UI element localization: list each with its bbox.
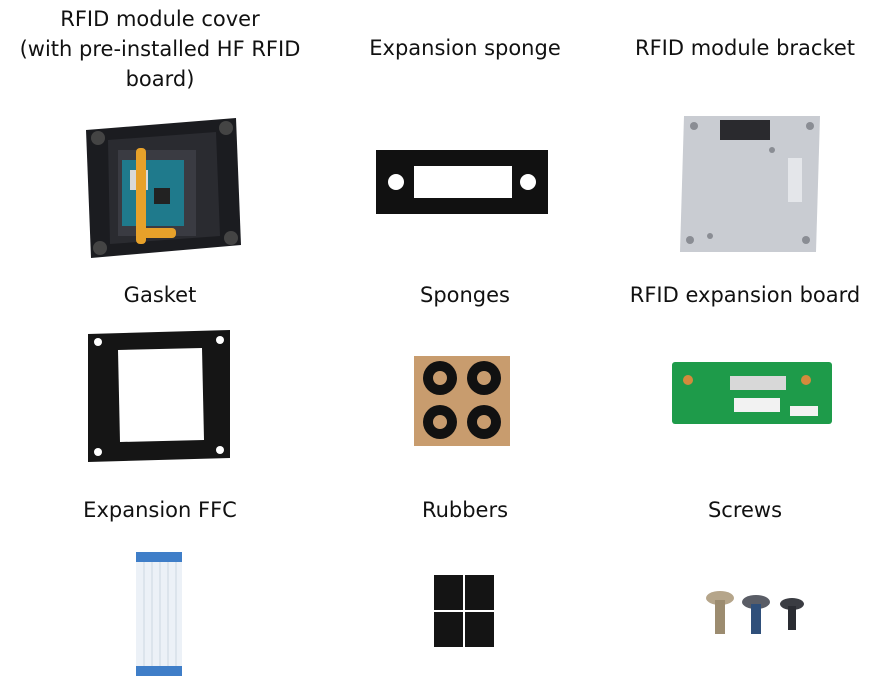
rfid-module-bracket-icon xyxy=(680,116,820,252)
expansion-ffc-icon xyxy=(136,552,182,676)
sponges-icon xyxy=(414,356,510,446)
expansion-sponge-icon xyxy=(376,150,548,214)
item-label-rfid-module-cover: RFID module cover (with pre-installed HF… xyxy=(19,7,301,91)
item-label-expansion-ffc: Expansion FFC xyxy=(83,498,237,522)
item-label-rfid-module-bracket: RFID module bracket xyxy=(634,36,856,60)
item-label-expansion-sponge: Expansion sponge xyxy=(369,36,561,60)
screws-icon xyxy=(706,591,804,634)
rfid-module-cover-icon xyxy=(86,118,241,258)
rfid-expansion-board-icon xyxy=(672,362,832,424)
item-label-gasket: Gasket xyxy=(123,283,197,307)
item-label-rubbers: Rubbers xyxy=(421,498,509,522)
gasket-icon xyxy=(88,330,230,462)
rubbers-icon xyxy=(434,575,494,647)
item-label-screws: Screws xyxy=(707,498,783,522)
item-label-sponges: Sponges xyxy=(419,283,510,307)
item-label-rfid-expansion-board: RFID expansion board xyxy=(629,283,861,307)
